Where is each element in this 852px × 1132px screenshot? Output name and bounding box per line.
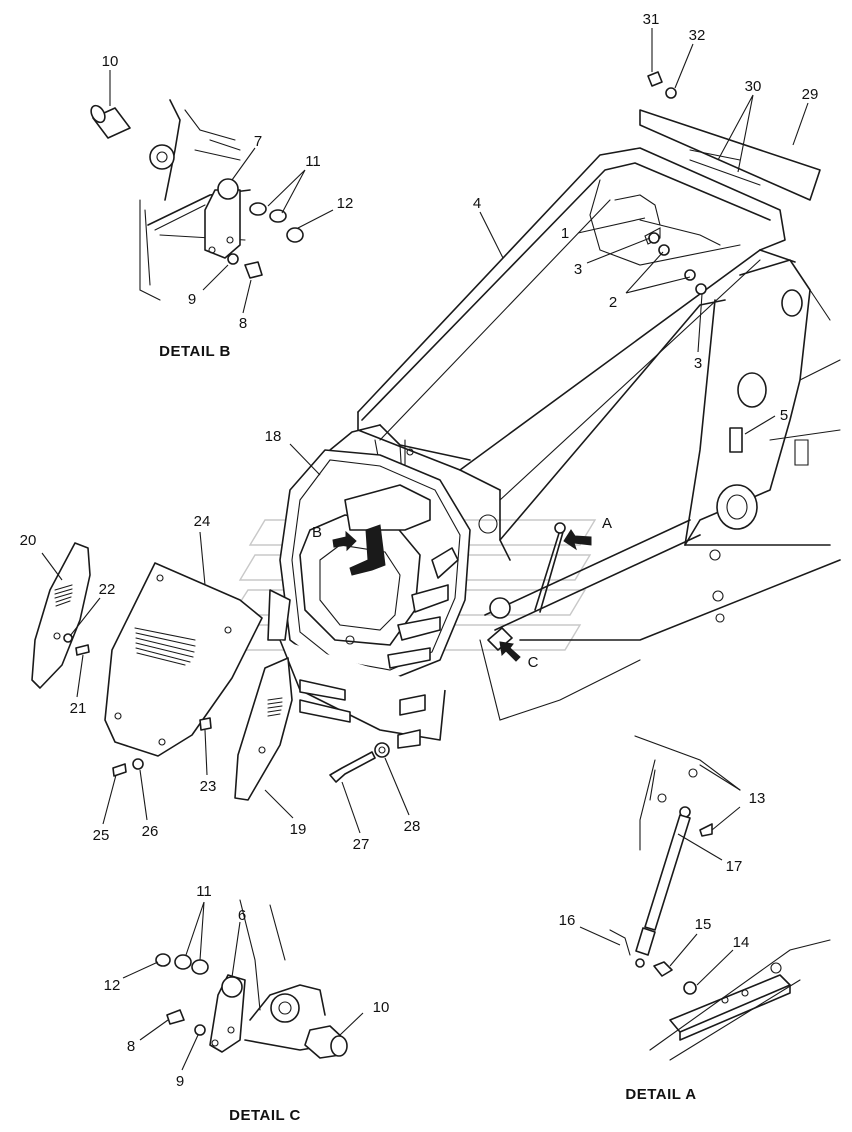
view-arrow-b-label: B xyxy=(312,524,322,541)
bolt-27-washer-28-drawing xyxy=(329,742,390,783)
callout-12-b: 12 xyxy=(337,195,354,212)
view-arrow-c xyxy=(499,641,521,662)
callout-9-b: 9 xyxy=(188,291,196,308)
detail-a-drawing xyxy=(609,735,831,1061)
callout-11-b: 11 xyxy=(305,153,321,170)
front-fairing-drawing xyxy=(267,449,471,749)
detail-b-drawing xyxy=(90,99,304,301)
callout-29: 29 xyxy=(802,86,819,103)
callout-24: 24 xyxy=(194,513,211,530)
callout-19: 19 xyxy=(290,821,307,838)
callout-17: 17 xyxy=(726,858,743,875)
view-arrow-b xyxy=(332,524,386,576)
callout-2: 2 xyxy=(609,294,617,311)
callout-6: 6 xyxy=(238,907,246,924)
callout-10-c: 10 xyxy=(373,999,390,1016)
detail-b-title: DETAIL B xyxy=(159,343,231,360)
panel-19-drawing xyxy=(234,657,293,801)
callout-22: 22 xyxy=(99,581,116,598)
top-hardware-drawing xyxy=(644,71,707,295)
callout-28: 28 xyxy=(404,818,421,835)
callout-12-c: 12 xyxy=(104,977,121,994)
callout-5: 5 xyxy=(780,407,788,424)
callout-26: 26 xyxy=(142,823,159,840)
callout-32: 32 xyxy=(689,27,706,44)
callout-13: 13 xyxy=(749,790,766,807)
detail-c-drawing xyxy=(155,899,348,1059)
detail-a-title: DETAIL A xyxy=(625,1086,696,1103)
callout-14: 14 xyxy=(733,934,750,951)
callout-3-top: 3 xyxy=(574,261,582,278)
callout-18: 18 xyxy=(265,428,282,445)
callout-7: 7 xyxy=(254,133,262,150)
callout-8-b: 8 xyxy=(239,315,247,332)
boom-assembly-drawing xyxy=(329,109,841,721)
callout-27: 27 xyxy=(353,836,370,853)
callout-21: 21 xyxy=(70,700,87,717)
callout-16: 16 xyxy=(559,912,576,929)
detail-c-title: DETAIL C xyxy=(229,1107,301,1124)
callout-23: 23 xyxy=(200,778,217,795)
callout-4: 4 xyxy=(473,195,481,212)
callout-10-b: 10 xyxy=(102,53,119,70)
callout-15: 15 xyxy=(695,916,712,933)
callout-30: 30 xyxy=(745,78,762,95)
callout-20: 20 xyxy=(20,532,37,549)
callout-3-right: 3 xyxy=(694,355,702,372)
callout-labels: 10 7 11 12 9 8 31 32 30 29 4 1 3 2 3 5 1… xyxy=(20,11,819,1124)
callout-8-c: 8 xyxy=(127,1038,135,1055)
leader-lines xyxy=(41,28,809,1071)
view-arrow-a xyxy=(563,529,592,551)
callout-11-c: 11 xyxy=(196,883,212,900)
callout-1: 1 xyxy=(561,225,569,242)
callout-25: 25 xyxy=(93,827,110,844)
view-arrow-c-label: C xyxy=(528,654,539,671)
callout-31: 31 xyxy=(643,11,660,28)
callout-9-c: 9 xyxy=(176,1073,184,1090)
view-arrow-a-label: A xyxy=(602,515,612,532)
panel-24-drawing xyxy=(104,562,263,777)
